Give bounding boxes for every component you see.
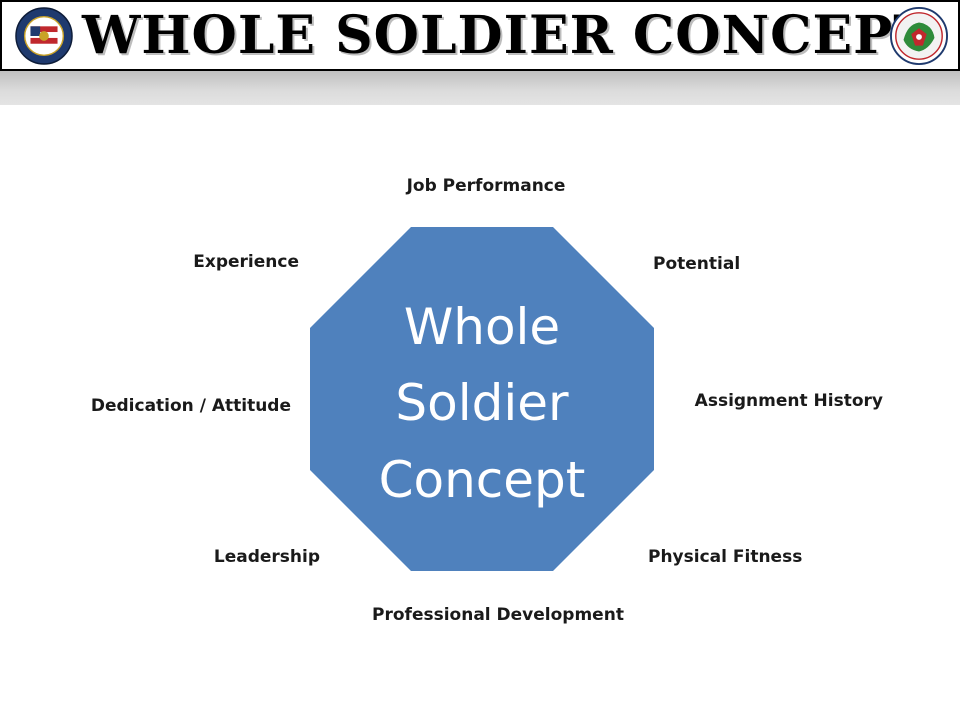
center-label-line-1: Whole bbox=[404, 298, 560, 356]
factor-professional-development: Professional Development bbox=[372, 605, 624, 625]
factor-potential: Potential bbox=[653, 254, 740, 274]
title-bar: WHOLE SOLDIER CONCEPT bbox=[0, 0, 960, 71]
georgia-national-guard-seal-icon bbox=[15, 7, 73, 65]
factor-job-performance: Job Performance bbox=[406, 176, 566, 196]
center-label-line-3: Concept bbox=[379, 451, 586, 509]
factor-assignment-history: Assignment History bbox=[695, 391, 883, 411]
page-title: WHOLE SOLDIER CONCEPT bbox=[82, 5, 933, 66]
unit-insignia-icon bbox=[890, 7, 948, 65]
factor-dedication-attitude: Dedication / Attitude bbox=[91, 396, 291, 416]
factor-physical-fitness: Physical Fitness bbox=[648, 547, 802, 567]
center-octagon bbox=[310, 227, 654, 571]
center-label-line-2: Soldier bbox=[395, 374, 569, 432]
factor-experience: Experience bbox=[193, 252, 299, 272]
factor-leadership: Leadership bbox=[214, 547, 320, 567]
header-divider-band bbox=[0, 71, 960, 105]
